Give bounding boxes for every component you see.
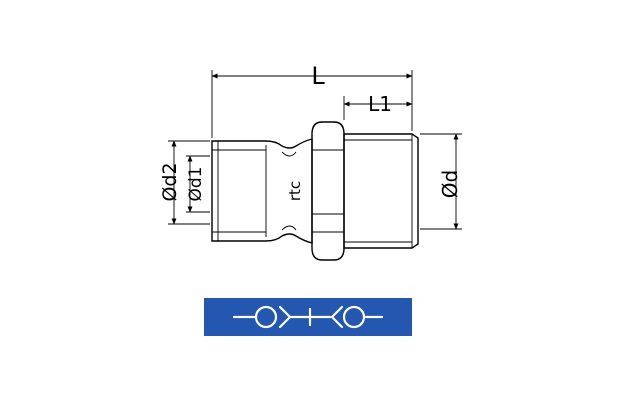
- fitting-body: [211, 121, 419, 261]
- brand-logo: rtc: [286, 181, 304, 201]
- groove-bottom: [281, 225, 297, 231]
- dimension-d1-label: Ød1: [186, 167, 206, 202]
- dimension-d: [420, 133, 462, 230]
- dimension-d1: [186, 155, 210, 213]
- coupling-symbol-banner: [204, 298, 412, 336]
- dimension-d2: [168, 140, 210, 225]
- dimension-l1-label: L1: [368, 92, 392, 116]
- dimension-l: [211, 70, 413, 138]
- dimension-l1: [343, 96, 413, 120]
- threaded-section: [343, 133, 419, 249]
- groove-top: [281, 151, 297, 157]
- dimension-l-label: L: [311, 62, 325, 90]
- hex-nut: [311, 121, 345, 261]
- dimension-d-label: Ød: [438, 170, 462, 198]
- dimension-d2-label: Ød2: [159, 162, 181, 201]
- quick-coupling-plug-symbol: [232, 305, 384, 329]
